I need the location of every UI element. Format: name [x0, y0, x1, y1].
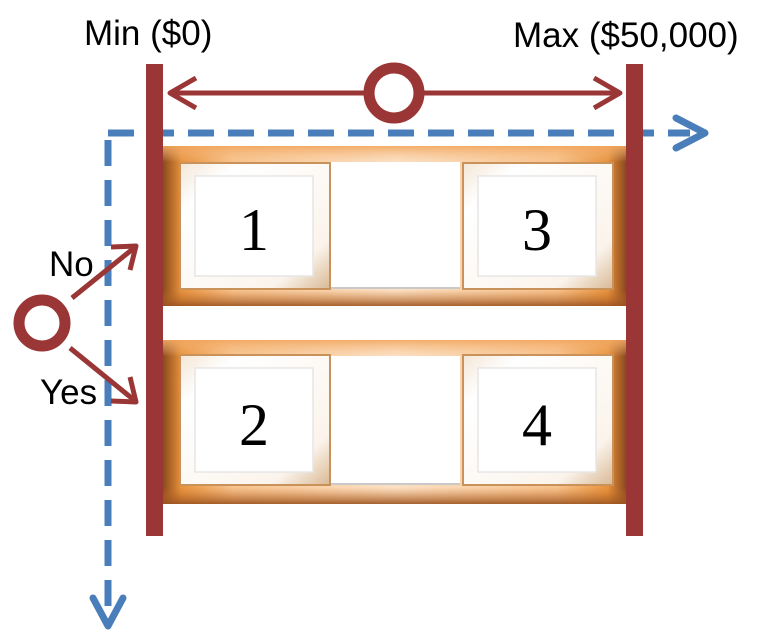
cell-4-label: 4	[522, 392, 552, 458]
cell-3-label: 3	[522, 197, 552, 263]
cell-2-label: 2	[239, 392, 269, 458]
min-label: Min ($0)	[84, 14, 212, 53]
horizontal-axis-arrowhead	[672, 114, 709, 152]
no-branch-arrowhead	[110, 243, 139, 271]
max-bar	[626, 64, 643, 536]
cell-2: 2	[179, 354, 331, 486]
range-arrow	[167, 62, 623, 124]
decision-node	[13, 243, 139, 405]
cell-4: 4	[462, 354, 614, 486]
no-label: No	[49, 245, 94, 284]
dashed-axes	[89, 114, 709, 630]
cell-1-label: 1	[239, 197, 269, 263]
range-arrow-right-head	[592, 75, 623, 111]
yes-branch-arrowhead	[110, 376, 139, 405]
no-branch-arrow	[70, 246, 136, 300]
range-arrow-left-head	[167, 75, 198, 111]
max-label: Max ($50,000)	[513, 16, 739, 55]
range-handle-circle	[363, 62, 425, 124]
decision-circle	[13, 294, 71, 352]
yes-branch-arrow	[68, 346, 136, 402]
yes-label: Yes	[40, 373, 97, 412]
cell-3: 3	[462, 162, 614, 290]
cell-1: 1	[179, 162, 331, 290]
min-bar	[146, 64, 163, 536]
vertical-axis-arrowhead	[89, 594, 127, 630]
